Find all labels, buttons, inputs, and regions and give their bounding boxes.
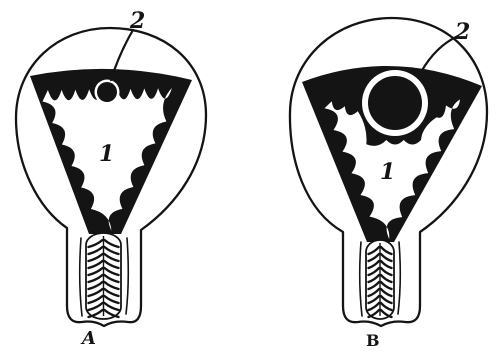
cervical-braid [86, 233, 121, 319]
figure-letter: A [80, 328, 96, 349]
pointer-label: 2 [454, 19, 470, 45]
pointer-label: 2 [129, 8, 145, 34]
cavity-label: 1 [99, 141, 114, 167]
figure-letter: B [366, 331, 380, 350]
cavity-label: 1 [380, 159, 395, 185]
cervical-braid [366, 240, 394, 319]
large-body [368, 76, 422, 130]
small-body [97, 82, 117, 102]
